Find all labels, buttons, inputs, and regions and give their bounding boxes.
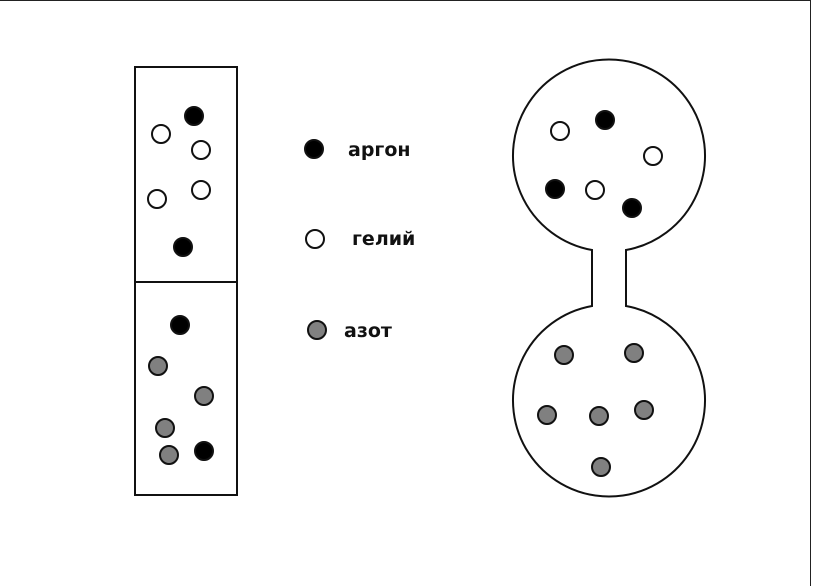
nitrogen-particle [159,445,179,465]
nitrogen-particle [537,405,557,425]
divided-container [134,66,238,496]
legend-argon-label: аргон [348,139,411,161]
argon-particle [170,315,190,335]
nitrogen-particle [591,457,611,477]
nitrogen-particle [589,406,609,426]
legend-helium-swatch [305,229,325,249]
argon-particle [173,237,193,257]
connected-flasks [512,58,706,498]
argon-particle [184,106,204,126]
helium-particle [585,180,605,200]
helium-particle [643,146,663,166]
nitrogen-particle [155,418,175,438]
nitrogen-particle [624,343,644,363]
left-bottom-chamber [148,315,214,465]
legend-argon-swatch [304,139,324,159]
legend-nitrogen-swatch [307,320,327,340]
argon-particle [545,179,565,199]
upper-flask-particles [545,110,663,218]
helium-particle [550,121,570,141]
left-top-chamber [147,106,211,257]
nitrogen-particle [634,400,654,420]
nitrogen-particle [194,386,214,406]
legend-helium-label: гелий [352,228,415,250]
helium-particle [147,189,167,209]
helium-particle [191,140,211,160]
legend: аргон гелий азот [304,139,415,342]
argon-particle [595,110,615,130]
helium-particle [191,180,211,200]
helium-particle [151,124,171,144]
nitrogen-particle [148,356,168,376]
legend-nitrogen-label: азот [344,320,392,342]
lower-flask-particles [537,343,654,477]
flask-outline [512,58,706,498]
argon-particle [194,441,214,461]
nitrogen-particle [554,345,574,365]
argon-particle [622,198,642,218]
